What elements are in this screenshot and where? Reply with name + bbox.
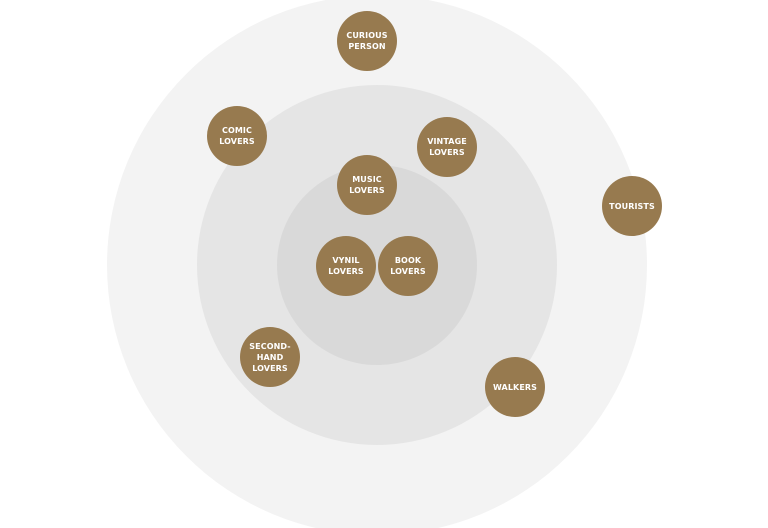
node-curious-person: CURIOUS PERSON bbox=[337, 11, 397, 71]
node-walkers: WALKERS bbox=[485, 357, 545, 417]
node-label: COMIC LOVERS bbox=[219, 126, 255, 146]
node-label: SECOND- HAND LOVERS bbox=[249, 341, 291, 373]
node-label: VINTAGE LOVERS bbox=[427, 137, 467, 157]
node-label: MUSIC LOVERS bbox=[349, 175, 385, 195]
node-vintage-lovers: VINTAGE LOVERS bbox=[417, 117, 477, 177]
node-label: WALKERS bbox=[492, 382, 538, 392]
node-label: TOURISTS bbox=[609, 201, 655, 211]
node-label: VYNIL LOVERS bbox=[328, 256, 364, 276]
node-label: BOOK LOVERS bbox=[390, 256, 426, 276]
node-second-hand-lovers: SECOND- HAND LOVERS bbox=[240, 327, 300, 387]
node-label: CURIOUS PERSON bbox=[346, 31, 388, 51]
node-tourists: TOURISTS bbox=[602, 176, 662, 236]
node-music-lovers: MUSIC LOVERS bbox=[337, 155, 397, 215]
node-book-lovers: BOOK LOVERS bbox=[378, 236, 438, 296]
node-vynil-lovers: VYNIL LOVERS bbox=[316, 236, 376, 296]
node-comic-lovers: COMIC LOVERS bbox=[207, 106, 267, 166]
